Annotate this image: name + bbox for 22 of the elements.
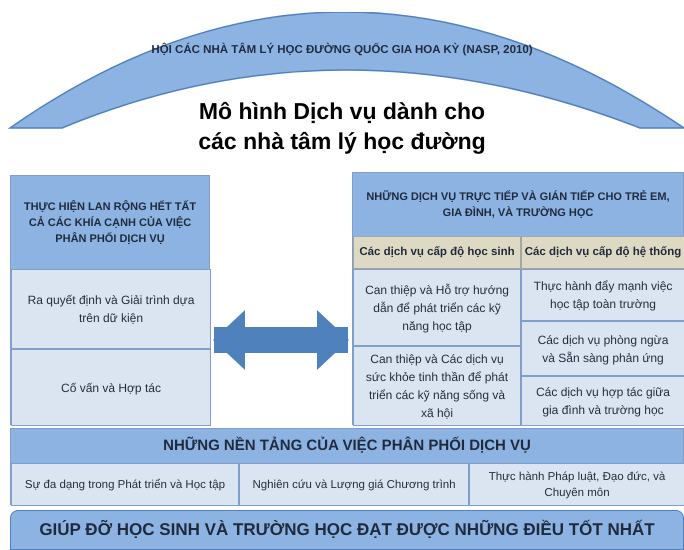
panel-heading: NHỮNG DỊCH VỤ TRỰC TIẾP VÀ GIÁN TIẾP CHO TRẺ EM, GIA ĐÌNH, VÀ TRƯỜNG HỌC (365, 189, 671, 220)
table-cell: Các dịch vụ phòng ngừa và Sẵn sàng phản ứng (521, 321, 684, 376)
diagram-title: Mô hình Dịch vụ dành cho các nhà tâm lý học đường (197, 97, 487, 156)
double-arrow (213, 310, 349, 370)
table-cell: Ra quyết định và Giải trình dựa trên dữ kiện (11, 269, 211, 349)
table-cell: Các dịch vụ hợp tác giữa gia đình và trường học (521, 376, 684, 426)
table-cell: Cố vấn và Hợp tác (11, 349, 211, 426)
table-cell: Can thiệp và Hỗ trợ hướng dẫn để phát triển các kỹ năng học tập (353, 269, 521, 346)
panel-heading: NHỮNG NỀN TẢNG CỦA VIỆC PHÂN PHỐI DỊCH VỤ (163, 436, 531, 456)
panel (10, 175, 210, 425)
table-cell: Sự đa dạng trong Phát triển và Học tập (11, 463, 239, 506)
foundation-band (10, 428, 684, 505)
table-cell: Thực hành Pháp luật, Đạo đức, và Chuyên môn (469, 463, 684, 506)
table-cell: Thực hành đẩy mạnh việc học tập toàn trường (521, 269, 684, 321)
column-header: Các dịch vụ cấp độ hệ thống (521, 236, 684, 269)
bottom-banner: GIÚP ĐỠ HỌC SINH VÀ TRƯỜNG HỌC ĐẠT ĐƯỢC NHỮNG ĐIỀU TỐT NHẤT (10, 510, 684, 550)
table-cell: Nghiên cứu và Lượng giá Chương trình (239, 463, 469, 506)
column-header: Các dịch vụ cấp độ học sinh (353, 236, 521, 269)
banner-heading: HỘI CÁC NHÀ TÂM LÝ HỌC ĐƯỜNG QUỐC GIA HOA KỲ (NASP, 2010) (151, 42, 533, 58)
panel (352, 172, 684, 425)
table-cell: Can thiệp và Các dịch vụ sức khỏe tinh thần để phát triển các kỹ năng sống và xã hội (353, 346, 521, 426)
panel-heading: THỰC HIỆN LAN RỘNG HẾT TẤT CẢ CÁC KHÍA CẠNH CỦA VIỆC PHÂN PHỐI DỊCH VỤ (22, 199, 198, 246)
